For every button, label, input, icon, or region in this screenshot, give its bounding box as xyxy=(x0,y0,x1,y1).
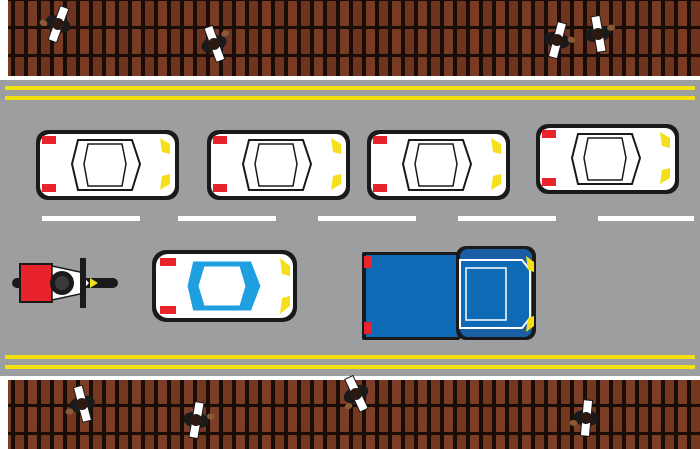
road-top-edge xyxy=(0,76,700,80)
road xyxy=(0,76,700,380)
car-icon xyxy=(207,130,350,200)
pedestrian-icon xyxy=(585,14,616,54)
car-icon xyxy=(367,130,510,200)
top-double-yellow-line-2 xyxy=(5,96,695,100)
bottom-double-yellow-line-1 xyxy=(5,355,695,359)
motorcycle-rider-icon xyxy=(12,258,118,308)
bottom-double-yellow-line-2 xyxy=(5,365,695,369)
pedestrian-icon xyxy=(343,374,369,413)
pedestrian-icon xyxy=(201,24,229,63)
car-icon xyxy=(36,130,179,200)
lane-divider xyxy=(42,216,694,221)
car-icon xyxy=(536,124,679,194)
top-double-yellow-line-1 xyxy=(5,86,695,90)
blue-roof-car-icon xyxy=(152,250,297,322)
pickup-truck-icon xyxy=(362,246,536,340)
pedestrian-icon xyxy=(65,384,95,424)
top-sidewalk xyxy=(8,0,700,76)
pedestrian-icon xyxy=(544,20,576,60)
pedestrian-icon xyxy=(569,399,599,437)
pedestrian-icon xyxy=(39,5,71,44)
pedestrian-icon xyxy=(183,400,215,440)
